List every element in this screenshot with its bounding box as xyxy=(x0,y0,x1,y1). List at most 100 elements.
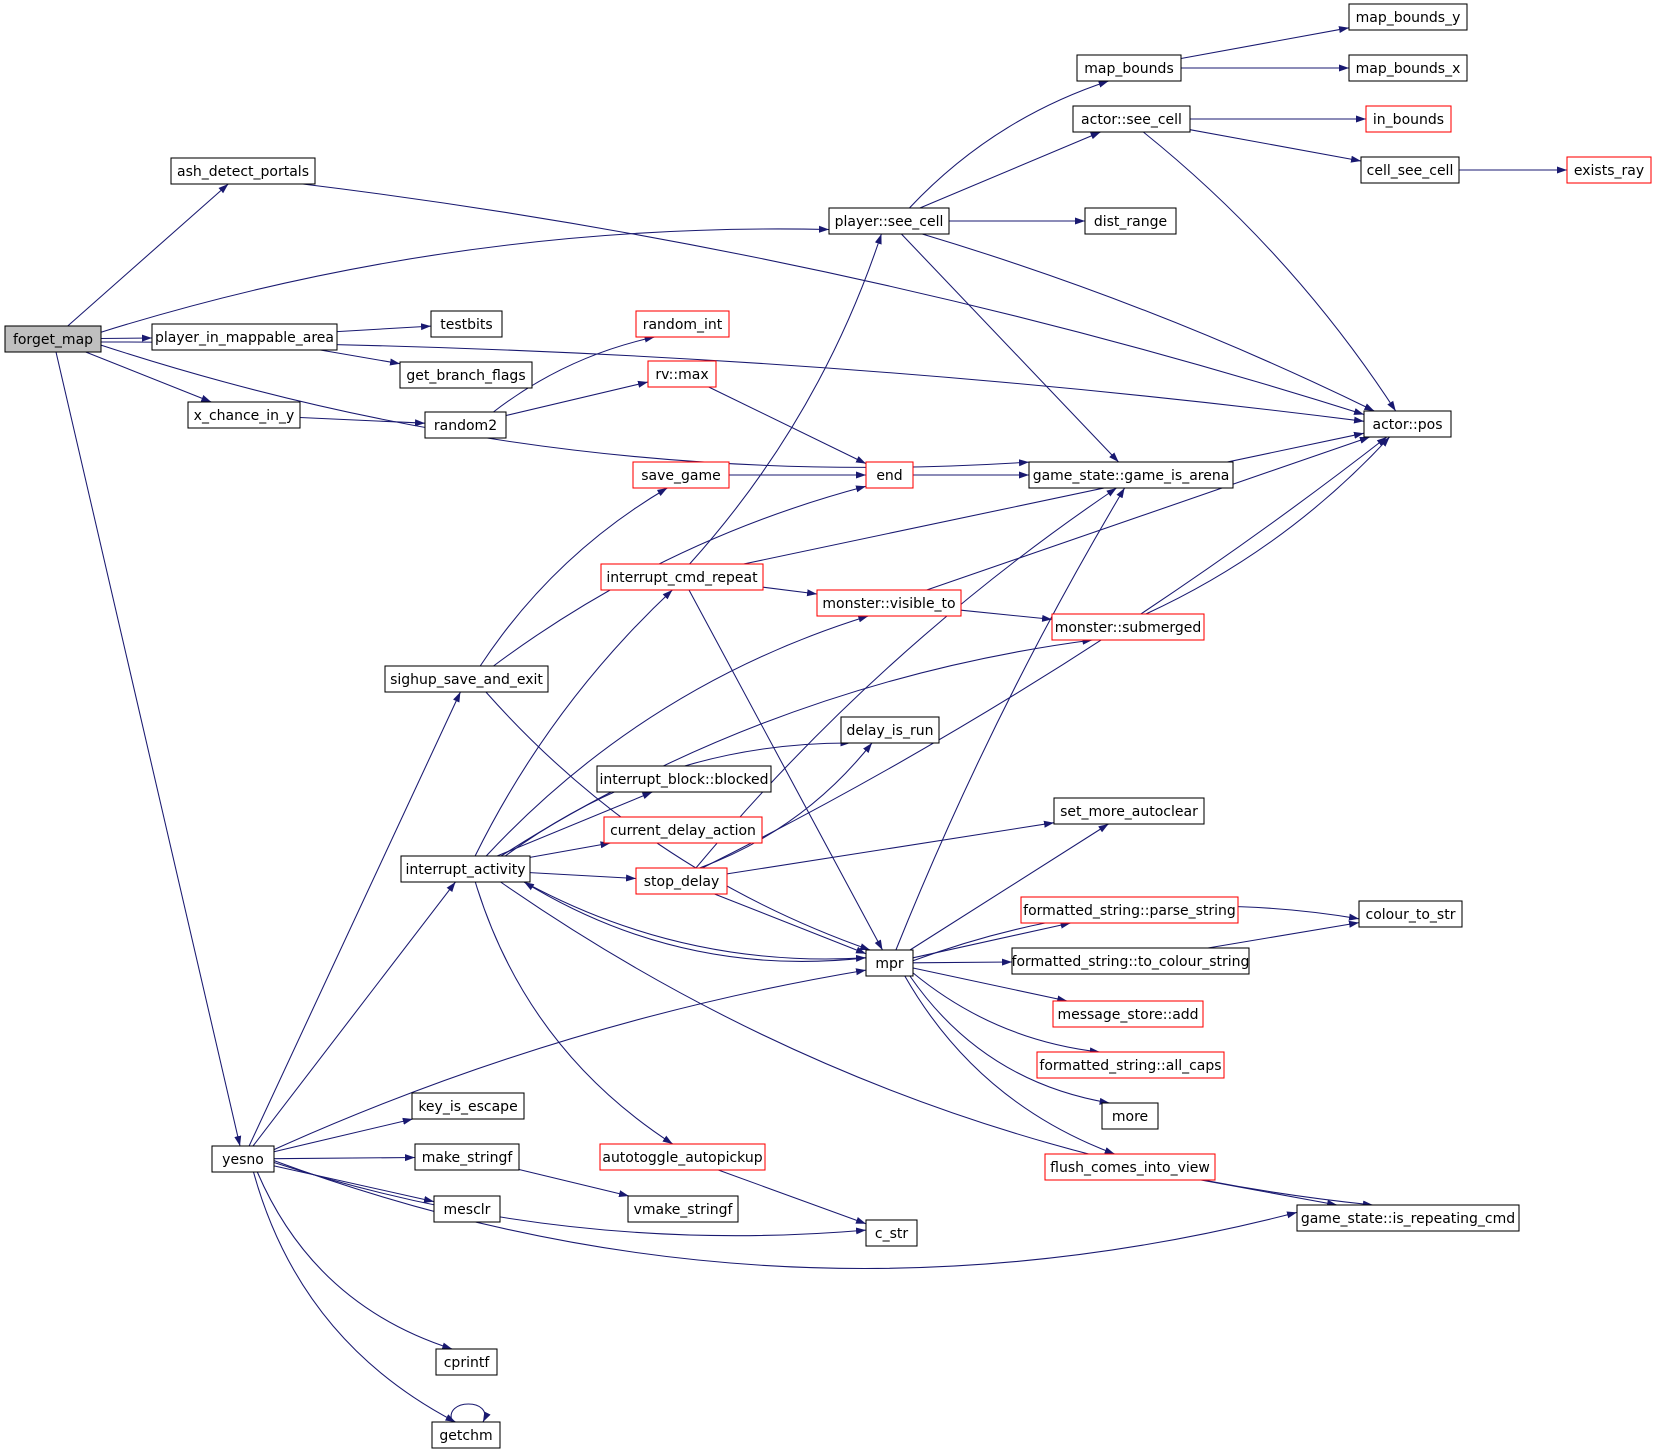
function-node-parse-string[interactable]: formatted_string::parse_string xyxy=(1020,896,1239,924)
edge-line xyxy=(699,742,873,869)
call-edge-mpr-to-interrupt_activity xyxy=(523,881,867,962)
edge-line xyxy=(901,233,1119,463)
function-node-is-repeating-cmd[interactable]: game_state::is_repeating_cmd xyxy=(1296,1204,1520,1232)
function-node-set-more-autoclear[interactable]: set_more_autoclear xyxy=(1053,797,1205,825)
call-edge-forget_map-to-ash_detect_portals xyxy=(67,183,229,327)
function-node-dist-range[interactable]: dist_range xyxy=(1084,207,1177,235)
node-label: set_more_autoclear xyxy=(1060,804,1198,820)
call-edge-actor_see_cell-to-actor_pos xyxy=(1142,131,1397,412)
function-node-map-bounds-y[interactable]: map_bounds_y xyxy=(1348,3,1468,31)
edge-line xyxy=(273,968,867,1151)
edge-line xyxy=(479,487,668,667)
function-node-vmake-stringf[interactable]: vmake_stringf xyxy=(627,1195,739,1223)
function-node-random2[interactable]: random2 xyxy=(424,411,507,439)
function-node-random-int[interactable]: random_int xyxy=(635,310,730,338)
node-box xyxy=(600,563,764,591)
function-node-interrupt-block-blocked[interactable]: interrupt_block::blocked xyxy=(596,765,772,793)
function-node-save-game[interactable]: save_game xyxy=(632,461,730,489)
node-label: x_chance_in_y xyxy=(194,408,295,424)
function-node-actor-see-cell[interactable]: actor::see_cell xyxy=(1072,105,1191,133)
call-edge-yesno-to-interrupt_activity xyxy=(252,881,456,1147)
function-node-message-store-add[interactable]: message_store::add xyxy=(1052,1000,1204,1028)
function-node-end[interactable]: end xyxy=(865,461,914,489)
node-label: random2 xyxy=(434,418,497,434)
function-node-yesno[interactable]: yesno xyxy=(211,1145,275,1173)
edge-line xyxy=(100,334,153,342)
edge-line xyxy=(1142,131,1397,412)
function-node-player-in-mappable-area[interactable]: player_in_mappable_area xyxy=(151,323,338,351)
call-edge-monster_visible_to-to-monster_submerged xyxy=(960,609,1053,622)
function-node-c-str[interactable]: c_str xyxy=(865,1219,918,1247)
node-box xyxy=(865,1219,918,1247)
function-node-sighup-save-and-exit[interactable]: sighup_save_and_exit xyxy=(384,665,549,693)
function-node-current-delay-action[interactable]: current_delay_action xyxy=(603,816,763,844)
function-node-ash-detect-portals[interactable]: ash_detect_portals xyxy=(170,157,316,185)
function-node-flush-comes-into-view[interactable]: flush_comes_into_view xyxy=(1044,1153,1216,1181)
call-edge-stop_delay-to-game_is_arena xyxy=(695,487,1117,869)
node-box xyxy=(424,411,507,439)
function-node-get-branch-flags[interactable]: get_branch_flags xyxy=(399,361,533,389)
function-node-actor-pos[interactable]: actor::pos xyxy=(1363,410,1452,438)
function-node-more[interactable]: more xyxy=(1101,1102,1159,1130)
function-node-exists-ray[interactable]: exists_ray xyxy=(1566,156,1652,184)
edge-line xyxy=(909,823,1109,951)
call-edge-player_see_cell-to-actor_see_cell xyxy=(919,131,1101,209)
function-node-player-see-cell[interactable]: player::see_cell xyxy=(828,207,950,235)
edge-line xyxy=(493,485,867,667)
call-edge-mpr-to-to_colour_string xyxy=(912,958,1013,966)
function-node-key-is-escape[interactable]: key_is_escape xyxy=(411,1092,525,1120)
function-node-getchm[interactable]: getchm xyxy=(431,1421,501,1449)
edge-line xyxy=(302,183,1365,416)
call-edge-mpr-to-more xyxy=(909,975,1110,1105)
edge-line xyxy=(336,323,432,333)
function-node-to-colour-string[interactable]: formatted_string::to_colour_string xyxy=(1011,947,1250,975)
function-node-delay-is-run[interactable]: delay_is_run xyxy=(840,716,940,744)
function-node-x-chance-in-y[interactable]: x_chance_in_y xyxy=(187,401,301,429)
function-node-all-caps[interactable]: formatted_string::all_caps xyxy=(1036,1051,1225,1079)
function-node-cell-see-cell[interactable]: cell_see_cell xyxy=(1360,156,1460,184)
edge-line xyxy=(85,351,212,403)
function-node-game-is-arena[interactable]: game_state::game_is_arena xyxy=(1028,461,1234,489)
function-node-in-bounds[interactable]: in_bounds xyxy=(1365,105,1452,133)
function-node-mesclr[interactable]: mesclr xyxy=(433,1195,501,1223)
edge-line xyxy=(299,416,426,427)
function-node-colour-to-str[interactable]: colour_to_str xyxy=(1358,900,1463,928)
call-edge-mpr-to-parse_string xyxy=(912,921,1071,959)
node-label: formatted_string::all_caps xyxy=(1039,1058,1221,1074)
call-edge-sighup_save_and_exit-to-mpr xyxy=(485,691,871,951)
call-edge-yesno-to-mpr xyxy=(273,968,867,1151)
function-node-interrupt-cmd-repeat[interactable]: interrupt_cmd_repeat xyxy=(600,563,764,591)
call-edge-player_see_cell-to-game_is_arena xyxy=(901,233,1119,463)
function-node-map-bounds-x[interactable]: map_bounds_x xyxy=(1348,54,1468,82)
function-node-cprintf[interactable]: cprintf xyxy=(435,1348,498,1376)
edge-line xyxy=(1189,129,1362,163)
function-node-map-bounds[interactable]: map_bounds xyxy=(1076,54,1182,82)
edge-line xyxy=(909,80,1109,209)
call-edge-interrupt_cmd_repeat-to-player_see_cell xyxy=(689,233,882,565)
node-label: current_delay_action xyxy=(610,823,756,839)
edge-line xyxy=(505,380,649,417)
function-node-make-stringf[interactable]: make_stringf xyxy=(414,1143,520,1171)
function-node-mpr[interactable]: mpr xyxy=(865,949,914,977)
node-box xyxy=(1028,461,1234,489)
node-label: vmake_stringf xyxy=(634,1202,734,1218)
call-edge-monster_submerged-to-actor_pos xyxy=(1145,436,1390,615)
node-label: interrupt_activity xyxy=(406,862,526,878)
function-node-autotoggle-autopickup[interactable]: autotoggle_autopickup xyxy=(599,1143,766,1171)
call-edge-random2-to-random_int xyxy=(493,335,655,413)
edge-line xyxy=(689,233,882,565)
function-node-monster-submerged[interactable]: monster::submerged xyxy=(1051,613,1205,641)
node-box xyxy=(1011,947,1250,975)
function-node-interrupt-activity[interactable]: interrupt_activity xyxy=(400,855,531,883)
function-node-testbits[interactable]: testbits xyxy=(430,310,503,338)
function-node-stop-delay[interactable]: stop_delay xyxy=(635,867,728,895)
node-box xyxy=(400,855,531,883)
node-box xyxy=(1348,3,1468,31)
node-box xyxy=(1296,1204,1520,1232)
function-node-rv-max[interactable]: rv::max xyxy=(647,360,717,388)
call-edge-interrupt_cmd_repeat-to-actor_pos xyxy=(743,431,1365,565)
node-label: autotoggle_autopickup xyxy=(602,1150,762,1166)
function-node-forget-map[interactable]: forget_map xyxy=(4,325,102,353)
function-node-monster-visible-to[interactable]: monster::visible_to xyxy=(816,589,962,617)
node-box xyxy=(430,310,503,338)
